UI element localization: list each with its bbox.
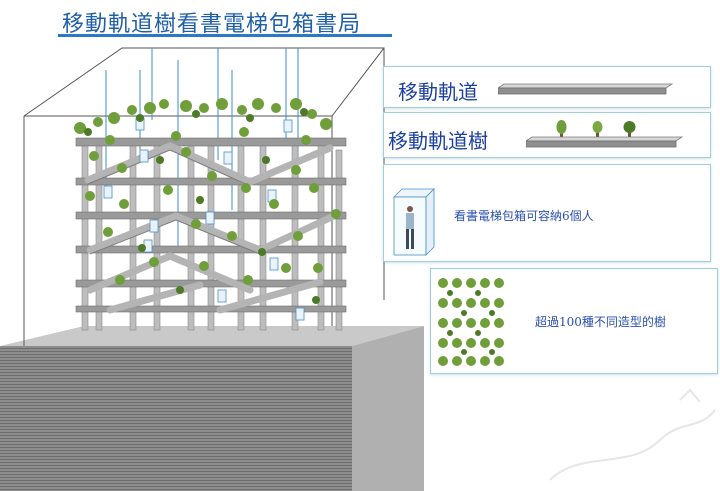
legend-tree-variety-caption: 超過100種不同造型的樹 [535, 315, 666, 329]
legend-tree-track-panel: 移動軌道樹 [383, 112, 711, 158]
elevator-cabins [103, 117, 305, 321]
track-bar-icon [498, 83, 674, 95]
legend-track-label: 移動軌道 [398, 80, 478, 104]
elevator-box-icon [393, 188, 435, 256]
tree-track-icon [526, 120, 684, 148]
legend-elevator-caption: 看書電梯包箱可容納6個人 [454, 209, 594, 223]
trees [74, 98, 341, 304]
legend-tree-track-label: 移動軌道樹 [388, 129, 488, 153]
title-underline [58, 34, 392, 37]
base-building [0, 326, 424, 491]
legend-elevator-panel: 看書電梯包箱可容納6個人 [383, 164, 711, 262]
tree-variety-grid-icon [438, 278, 504, 366]
page-title: 移動軌道樹看書電梯包箱書局 [62, 12, 362, 37]
faint-sketch-decoration [549, 388, 716, 481]
legend-track-panel: 移動軌道 [383, 66, 711, 108]
legend-tree-variety-panel: 超過100種不同造型的樹 [430, 268, 718, 374]
track-ramp-edges [87, 149, 261, 255]
glass-enclosure [23, 47, 385, 346]
